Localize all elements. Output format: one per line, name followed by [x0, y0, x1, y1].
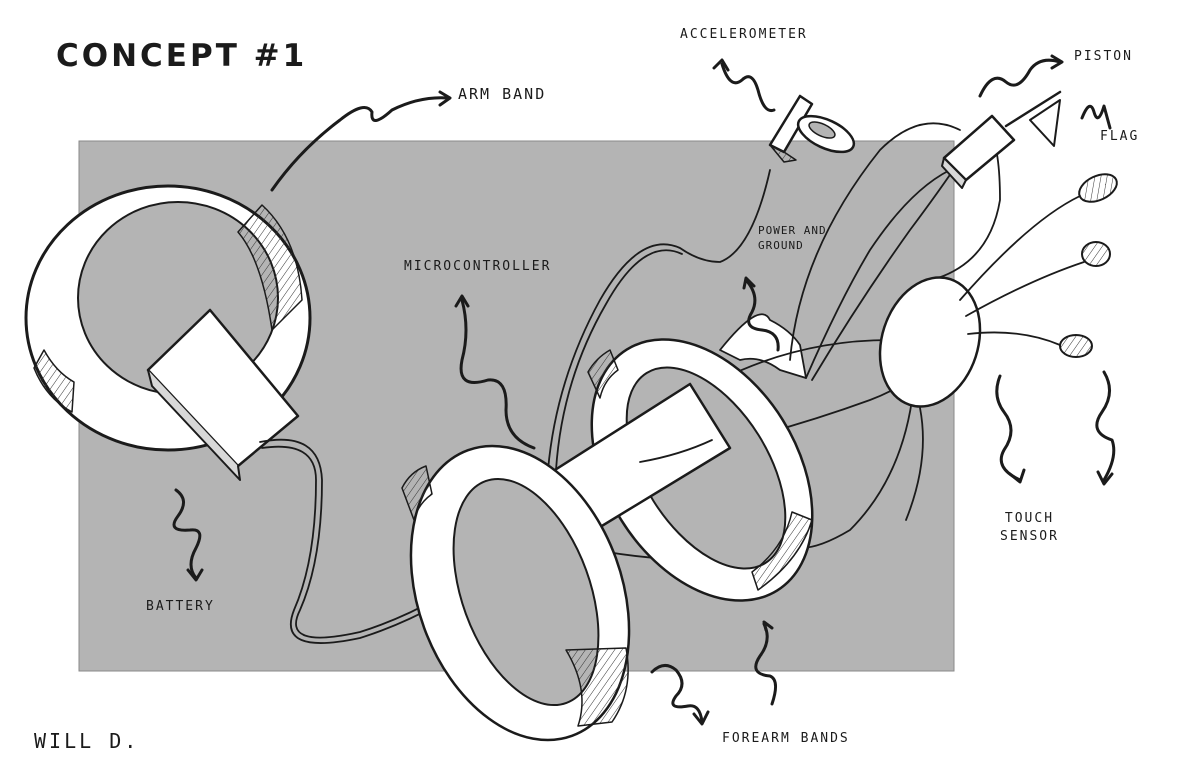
forearm-callout-right	[754, 622, 777, 706]
label-flag: FLAG	[1100, 129, 1140, 144]
piston-callout	[978, 58, 1062, 98]
label-power-and-ground: POWER AND GROUND	[758, 224, 827, 254]
concept-title: CONCEPT #1	[56, 38, 308, 74]
label-battery: BATTERY	[146, 599, 215, 614]
label-touch-line1: TOUCH	[1004, 511, 1055, 526]
label-arm-band: ARM BAND	[458, 85, 547, 103]
accelerometer-drawing	[768, 94, 856, 163]
forearm-band-back	[587, 338, 814, 602]
battery-callout	[172, 488, 202, 580]
callout-arrows	[172, 54, 1116, 726]
author-signature: WILL D.	[34, 729, 140, 753]
piston-drawing	[941, 90, 1062, 189]
battery-drawing	[146, 308, 300, 481]
label-power-line1: POWER AND	[758, 224, 827, 237]
label-microcontroller: MICROCONTROLLER	[404, 259, 552, 274]
forearm-callout-left	[650, 664, 704, 724]
power-callout	[744, 278, 780, 352]
touch-callout-left	[995, 374, 1022, 482]
label-accelerometer: ACCELEROMETER	[680, 27, 808, 42]
microcontroller-callout	[459, 298, 536, 450]
label-piston: PISTON	[1074, 49, 1133, 64]
label-forearm-bands: FOREARM BANDS	[722, 731, 850, 746]
touch-controller-disc	[878, 276, 982, 408]
label-touch-sensor: TOUCH SENSOR	[1000, 510, 1059, 545]
arm-band-callout	[270, 96, 450, 192]
accelerometer-callout	[720, 62, 776, 113]
flag-callout	[1080, 104, 1112, 130]
forearm-band-front	[401, 444, 631, 742]
touch-callout-right	[1095, 370, 1116, 482]
label-power-line2: GROUND	[758, 238, 804, 252]
label-touch-line2: SENSOR	[1000, 528, 1059, 544]
touch-sensor-pads	[905, 173, 1118, 521]
